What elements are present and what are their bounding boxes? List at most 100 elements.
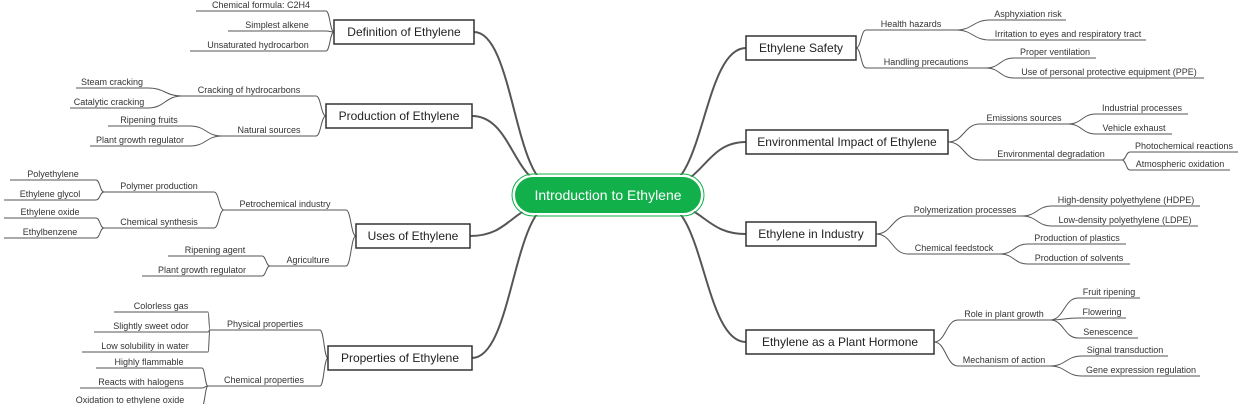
connector-line [325, 10, 335, 33]
connector-line [875, 215, 909, 235]
connector-line [207, 329, 211, 353]
branch-atmospheric-oxidation: Atmospheric oxidation [1136, 159, 1225, 169]
connector-line [947, 123, 981, 143]
branch-asphyxiation-risk: Asphyxiation risk [994, 9, 1062, 19]
topic-ethylene-in-industry[interactable]: Ethylene in Industry [745, 221, 877, 247]
branch-high-density-polyethylene-hdpe: High-density polyethylene (HDPE) [1058, 195, 1195, 205]
connector-line [95, 191, 105, 201]
branch-steam-cracking: Steam cracking [81, 77, 143, 87]
topic-box [355, 223, 471, 249]
branch-slightly-sweet-odor: Slightly sweet odor [113, 321, 189, 331]
connector-line [1067, 123, 1097, 135]
connector-line [933, 341, 959, 367]
connector-line [999, 253, 1029, 265]
branch-low-density-polyethylene-ldpe: Low-density polyethylene (LDPE) [1058, 215, 1191, 225]
connector-line [1021, 205, 1053, 217]
connector-line [213, 191, 225, 211]
branch-chemical-feedstock: Chemical feedstock [915, 243, 994, 253]
branch-irritation-to-eyes-and-respiratory-tract: Irritation to eyes and respiratory tract [995, 29, 1142, 39]
branch-polyethylene: Polyethylene [27, 169, 79, 179]
branch-ethylene-glycol: Ethylene glycol [20, 189, 81, 199]
branch-colorless-gas: Colorless gas [134, 301, 189, 311]
branch-industrial-processes: Industrial processes [1102, 103, 1183, 113]
topic-box [333, 19, 475, 45]
topic-box [745, 35, 857, 61]
connector-line [875, 233, 909, 255]
topic-box [325, 103, 473, 129]
branch-chemical-formula-c2h4: Chemical formula: C2H4 [212, 0, 310, 10]
topic-production-of-ethylene[interactable]: Production of Ethylene [325, 103, 473, 129]
topic-box [327, 345, 473, 371]
connector-line [1049, 297, 1079, 321]
branch-natural-sources: Natural sources [237, 125, 301, 135]
branch-handling-precautions: Handling precautions [884, 57, 969, 67]
topic-definition-of-ethylene[interactable]: Definition of Ethylene [333, 19, 475, 45]
branch-reacts-with-halogens: Reacts with halogens [98, 377, 184, 387]
connector-line [1049, 355, 1083, 367]
topic-ethylene-safety[interactable]: Ethylene Safety [745, 35, 857, 61]
connector-line [201, 367, 209, 387]
branch-cracking-of-hydrocarbons: Cracking of hydrocarbons [198, 85, 301, 95]
topic-label: Production of Ethylene [339, 109, 460, 123]
branch-senescence: Senescence [1083, 327, 1133, 337]
branch-signal-transduction: Signal transduction [1087, 345, 1164, 355]
branch-unsaturated-hydrocarbon: Unsaturated hydrocarbon [207, 40, 309, 50]
branch-emissions-sources: Emissions sources [986, 113, 1062, 123]
branch-low-solubility-in-water: Low solubility in water [101, 341, 189, 351]
central-topic-label: Introduction to Ethylene [534, 187, 681, 203]
connector-line [315, 95, 327, 117]
connector-line [985, 57, 1015, 69]
branch-ethylene-oxide: Ethylene oxide [20, 207, 79, 217]
topic-environmental-impact-of-ethylene[interactable]: Environmental Impact of Ethylene [745, 129, 949, 155]
branch-role-in-plant-growth: Role in plant growth [964, 309, 1044, 319]
connector-line [1049, 319, 1079, 339]
branch-ripening-agent: Ripening agent [185, 245, 246, 255]
connector-line [1067, 113, 1097, 125]
topic-label: Definition of Ethylene [347, 25, 461, 39]
branch-production-of-plastics: Production of plastics [1034, 233, 1120, 243]
connector-line [261, 265, 271, 277]
branch-gene-expression-regulation: Gene expression regulation [1086, 365, 1196, 375]
branch-petrochemical-industry: Petrochemical industry [239, 199, 331, 209]
topic-label: Ethylene in Industry [758, 227, 863, 241]
connector-line [345, 235, 357, 267]
topic-uses-of-ethylene[interactable]: Uses of Ethylene [355, 223, 471, 249]
branch-plant-growth-regulator: Plant growth regulator [158, 265, 246, 275]
topic-label: Environmental Impact of Ethylene [757, 135, 937, 149]
connector-line [661, 47, 747, 188]
topic-properties-of-ethylene[interactable]: Properties of Ethylene [327, 345, 473, 371]
branch-highly-flammable: Highly flammable [114, 357, 183, 367]
connector-line [325, 31, 335, 52]
branch-oxidation-to-ethylene-oxide: Oxidation to ethylene oxide [76, 395, 185, 404]
branch-chemical-properties: Chemical properties [224, 375, 305, 385]
connector-line [1049, 365, 1083, 377]
central-topic[interactable]: Introduction to Ethylene [511, 173, 705, 217]
branch-health-hazards: Health hazards [881, 19, 942, 29]
connector-line [999, 243, 1029, 255]
connector-line [955, 29, 991, 41]
central-topic-outline [511, 173, 705, 217]
connector-line [947, 141, 981, 161]
branch-ethylbenzene: Ethylbenzene [23, 227, 78, 237]
topic-box [745, 329, 935, 355]
branch-proper-ventilation: Proper ventilation [1020, 47, 1090, 57]
connector-line [189, 125, 223, 137]
connector-line [473, 31, 555, 188]
branch-vehicle-exhaust: Vehicle exhaust [1102, 123, 1166, 133]
branch-environmental-degradation: Environmental degradation [997, 149, 1105, 159]
topic-ethylene-as-a-plant-hormone[interactable]: Ethylene as a Plant Hormone [745, 329, 935, 355]
connector-line [1121, 151, 1131, 161]
connector-line [319, 329, 329, 359]
branch-chemical-synthesis: Chemical synthesis [120, 217, 198, 227]
connector-line [661, 202, 747, 343]
mind-map-nodes: Definition of Ethylene Chemical formula: … [20, 0, 1234, 404]
branch-ripening-fruits: Ripening fruits [120, 115, 178, 125]
branch-simplest-alkene: Simplest alkene [245, 20, 309, 30]
connector-line [319, 357, 329, 387]
connector-line [147, 87, 183, 97]
connector-line [315, 115, 327, 137]
connector-line [261, 255, 271, 267]
connector-line [202, 385, 209, 404]
branch-physical-properties: Physical properties [227, 319, 304, 329]
